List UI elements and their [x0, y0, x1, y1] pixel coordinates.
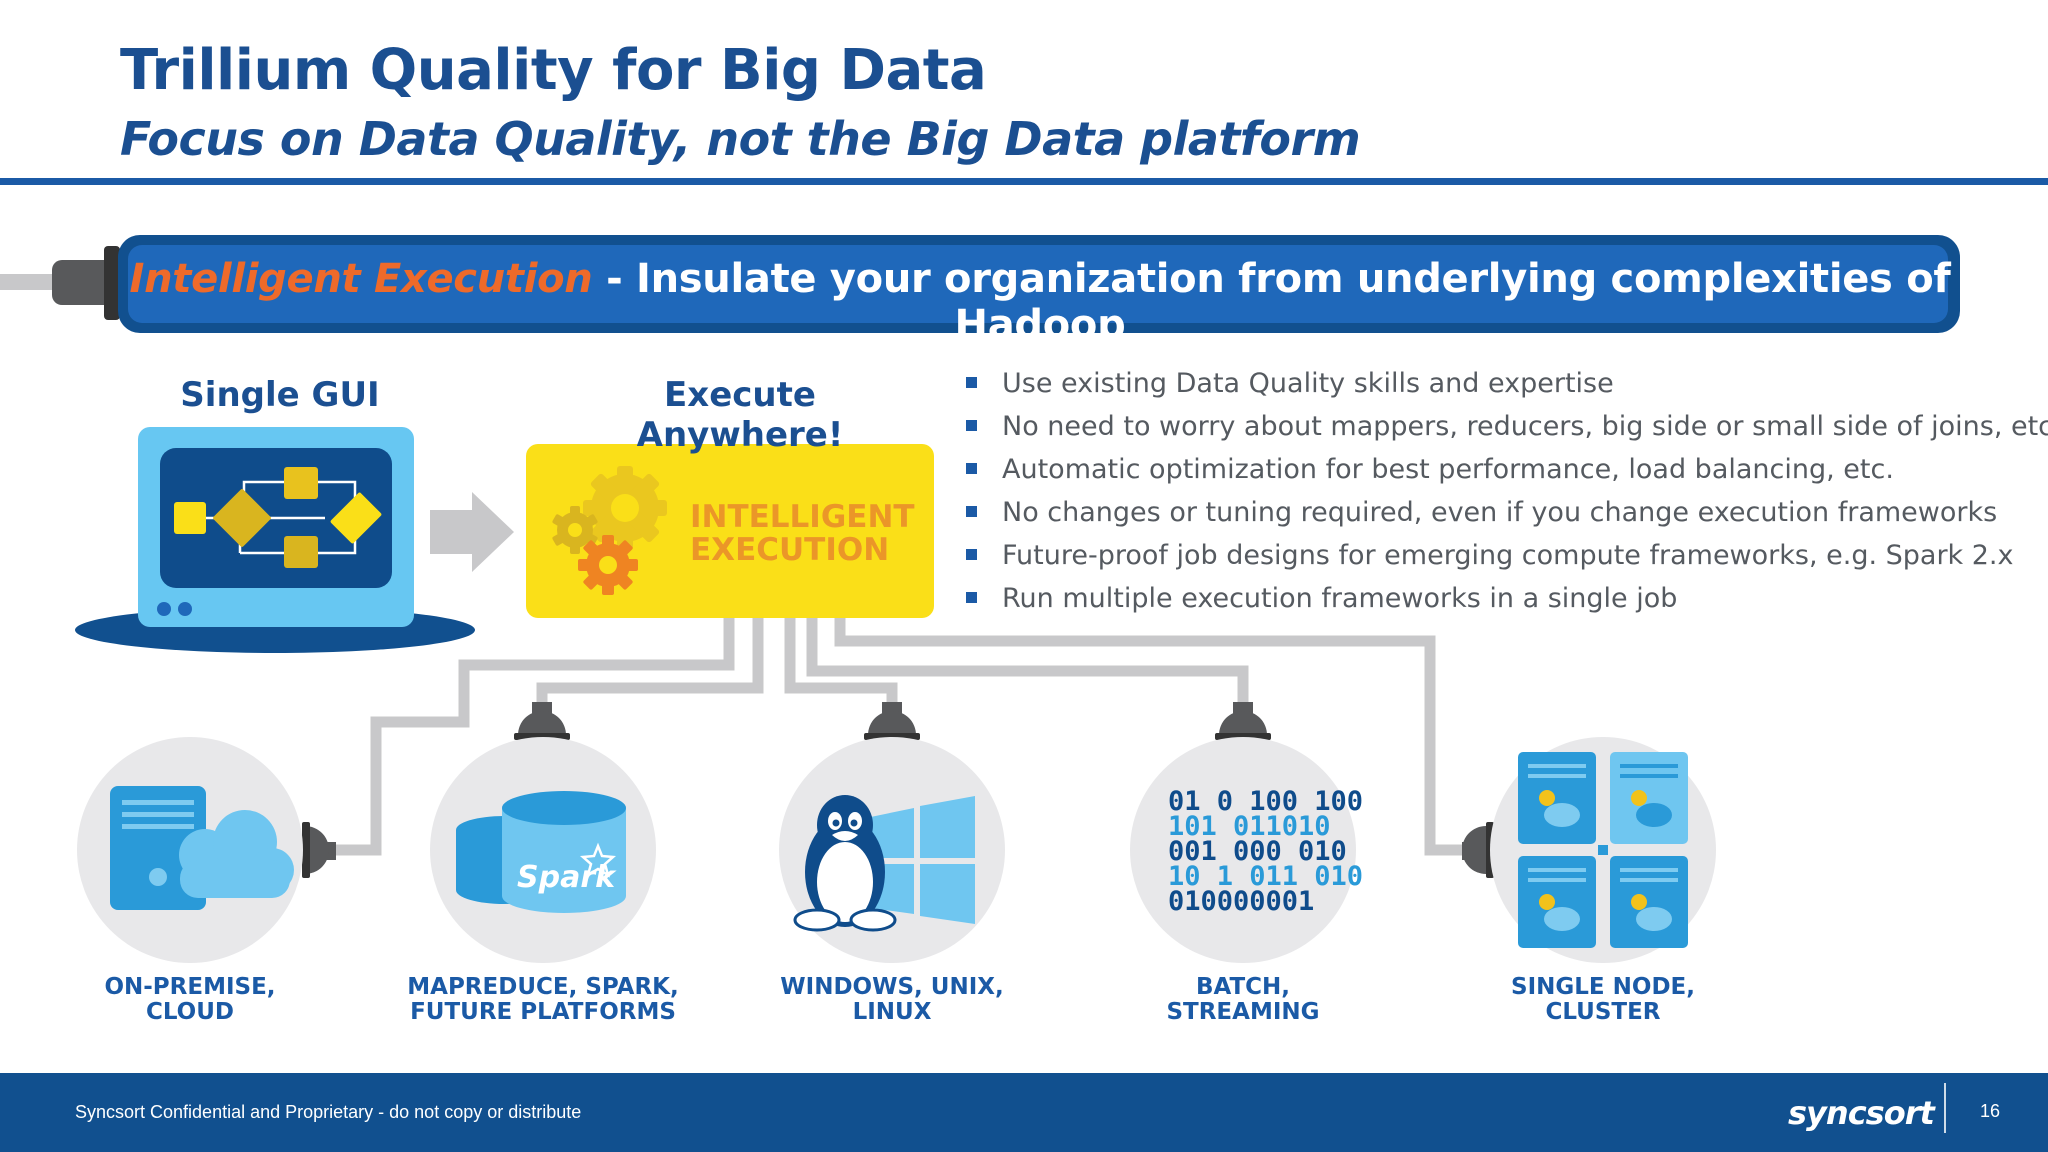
connector-lines [320, 618, 1470, 856]
laptop-workflow-icon [75, 427, 475, 653]
server-cloud-icon [110, 786, 294, 910]
list-item: No changes or tuning required, even if y… [960, 491, 2020, 534]
spark-database-icon: Spark [456, 791, 626, 913]
plug-icon [864, 702, 920, 740]
platform-label-cluster: SINGLE NODE, CLUSTER [1511, 974, 1695, 1025]
linux-windows-icon [793, 795, 975, 932]
footer-bar [0, 1073, 2048, 1152]
binary-line: 001 000 010 [1168, 836, 1347, 867]
list-item: Use existing Data Quality skills and exp… [960, 362, 2020, 405]
banner-accent-text: Intelligent Execution [129, 256, 593, 302]
plug-icon [514, 702, 570, 740]
connector-plugs [302, 702, 1494, 878]
footer-divider [1944, 1083, 1946, 1133]
benefits-list: Use existing Data Quality skills and exp… [960, 362, 2048, 620]
platform-label-windows: WINDOWS, UNIX, LINUX [780, 974, 1004, 1025]
plug-icon [302, 822, 336, 878]
banner-text: Intelligent Execution - Insulate your or… [120, 256, 1960, 348]
plug-icon [1215, 702, 1271, 740]
syncsort-logo: syncsort [1788, 1094, 1935, 1132]
execute-anywhere-label: Execute Anywhere! [636, 375, 844, 455]
gears-icon [552, 466, 667, 595]
binary-line: 010000001 [1168, 886, 1314, 917]
platform-label-on-premise: ON-PREMISE, CLOUD [104, 974, 276, 1025]
binary-line: 10 1 011 010 [1168, 861, 1363, 892]
cluster-nodes-icon [1518, 752, 1688, 948]
intelligent-execution-engine: INTELLIGENT EXECUTION [526, 444, 934, 618]
binary-line: 101 011010 [1168, 811, 1331, 842]
platform-circle-batch [1130, 737, 1356, 963]
binary-line: 01 0 100 100 [1168, 786, 1363, 817]
slide-subtitle: Focus on Data Quality, not the Big Data … [120, 112, 1361, 166]
banner-main-text: - Insulate your organization from underl… [592, 256, 1951, 348]
platform-label-batch: BATCH, STREAMING [1166, 974, 1320, 1025]
list-item: Automatic optimization for best performa… [960, 448, 2020, 491]
engine-label-line1: INTELLIGENT [690, 499, 915, 535]
page-number: 16 [1980, 1101, 2001, 1121]
list-item: No need to worry about mappers, reducers… [960, 405, 2048, 448]
footer-confidential-text: Syncsort Confidential and Proprietary - … [75, 1102, 582, 1122]
title-divider [0, 178, 2048, 185]
single-gui-label: Single GUI [180, 375, 380, 415]
list-item: Run multiple execution frameworks in a s… [960, 577, 2020, 620]
banner-inner [128, 245, 1948, 323]
platform-label-mapreduce: MAPREDUCE, SPARK, FUTURE PLATFORMS [407, 974, 679, 1025]
arrow-right-icon [430, 492, 514, 572]
spark-logo-text: Spark [517, 860, 617, 895]
list-item: Future-proof job designs for emerging co… [960, 534, 2020, 577]
binary-data-icon: 01 0 100 100 101 011010 001 000 010 10 1… [1168, 786, 1363, 917]
plug-icon [1462, 822, 1494, 878]
slide-title: Trillium Quality for Big Data [120, 38, 987, 103]
engine-label-line2: EXECUTION [690, 532, 889, 568]
banner-plug-icon [0, 246, 120, 320]
